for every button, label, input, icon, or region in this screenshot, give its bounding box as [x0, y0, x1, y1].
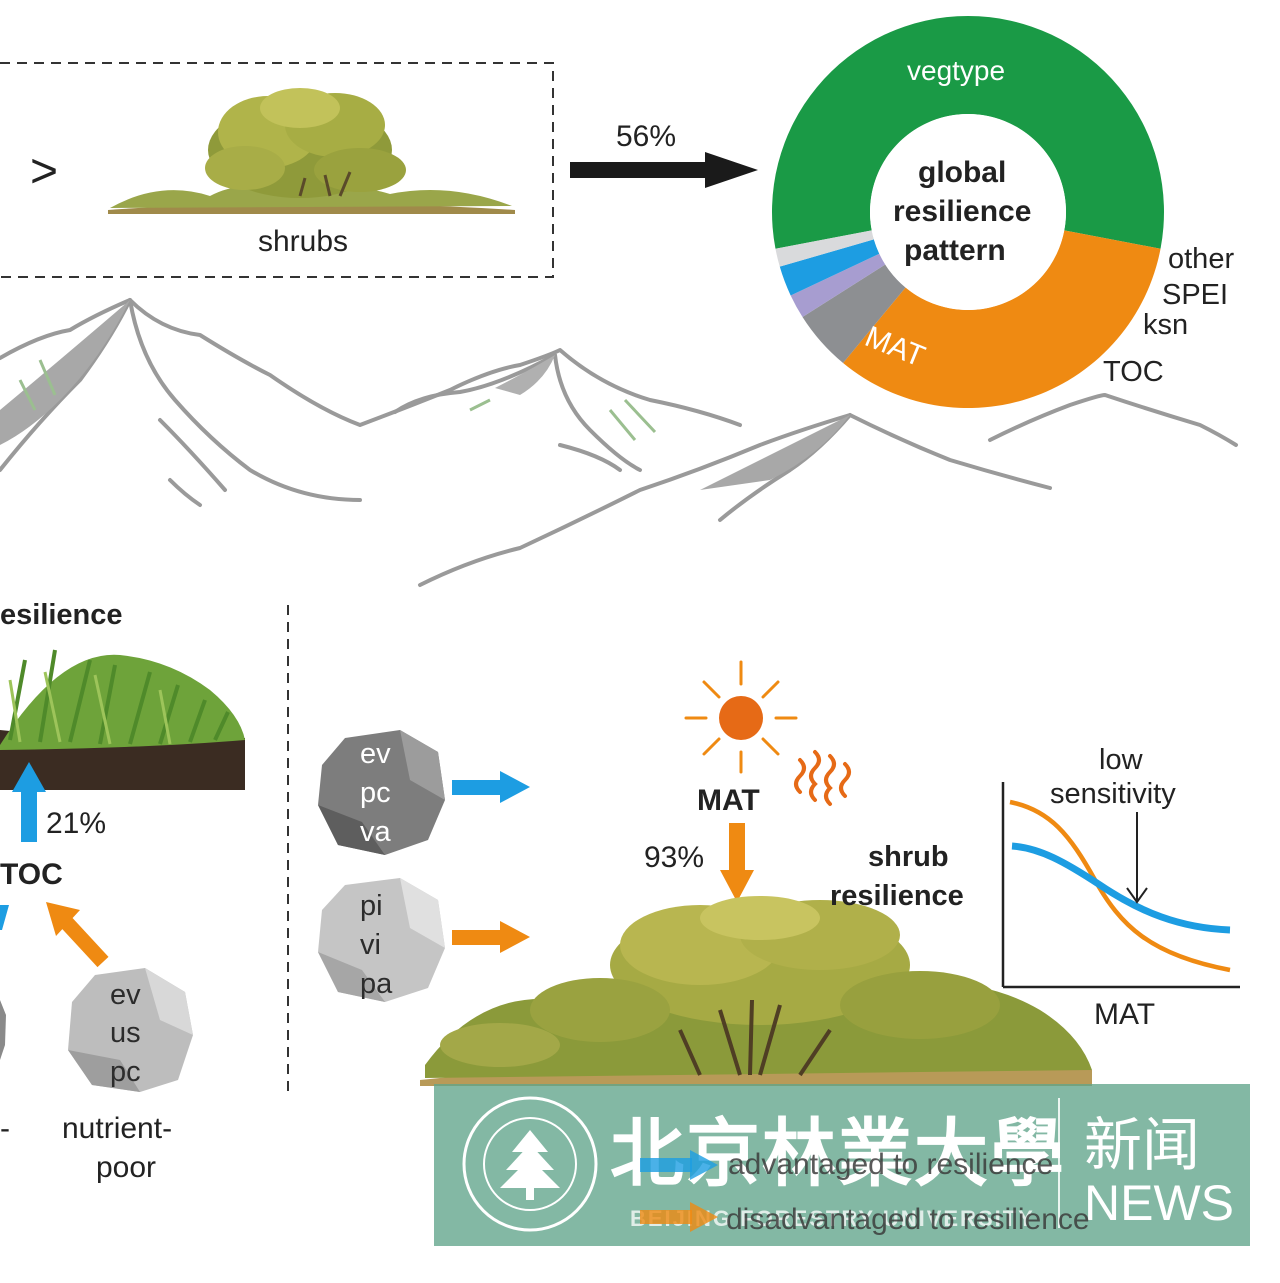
inset-x-label: MAT — [1094, 998, 1156, 1031]
segment-label-spei: SPEI — [1162, 279, 1229, 311]
heat-waves-icon — [794, 750, 851, 806]
light-rock-line-1: pi — [360, 890, 383, 922]
clipped-blue-arrow — [0, 905, 9, 930]
donut-segment-toc — [802, 264, 906, 364]
shrub-resilience-line-2: resilience — [830, 880, 964, 912]
inset-annotation-line-2: sensitivity — [1050, 778, 1176, 810]
sensitivity-inset-plot — [1001, 782, 1240, 989]
nutrient-caption-line-2: poor — [96, 1151, 157, 1184]
dark-rock-line-2: pc — [360, 777, 391, 809]
left-panel-title: esilience — [0, 599, 123, 631]
clipped-caption: - — [0, 1112, 10, 1145]
mat-arrow-percent: 93% — [644, 841, 705, 874]
mountain-shading — [0, 300, 850, 490]
nutrient-rock-line-2: us — [110, 1017, 141, 1049]
donut-segment-spei — [779, 239, 880, 296]
inset-annotation-line-1: low — [1099, 744, 1143, 776]
rock1-blue-arrow — [452, 771, 530, 803]
mat-driver-label: MAT — [697, 784, 760, 817]
light-rock-line-3: pa — [360, 968, 393, 1000]
low-sensitivity-pointer-head — [1126, 887, 1148, 904]
segment-label-ksn: ksn — [1143, 309, 1189, 341]
light-rock-line-2: vi — [360, 929, 381, 961]
toc-to-grass-arrow — [12, 762, 46, 842]
watermark-divider — [1058, 1098, 1060, 1228]
greater-than-symbol: > — [30, 145, 59, 198]
legend-advantaged: advantaged to resilience — [728, 1148, 1054, 1181]
inset-orange-curve — [1009, 799, 1231, 973]
shrub-illustration-small — [108, 88, 515, 214]
arrow-to-donut — [570, 152, 758, 188]
legend-disadvantaged: disadvantaged to resilience — [726, 1203, 1090, 1236]
segment-label-vegtype: vegtype — [907, 55, 1006, 86]
sun-icon — [684, 660, 798, 774]
watermark-banner: 北京林業大學 BEIJING FORESTRY UNIVERSITY 新闻 NE… — [434, 1084, 1250, 1246]
watermark-chinese-name: 北京林業大學 — [610, 1111, 1066, 1197]
donut-hole — [870, 114, 1066, 310]
watermark-news-english: NEWS — [1084, 1175, 1234, 1231]
rock-to-toc-arrow — [46, 902, 109, 968]
nutrient-rock-line-3: pc — [110, 1056, 141, 1088]
grass-illustration — [0, 649, 245, 790]
rock2-orange-arrow — [452, 921, 530, 953]
legend-arrows — [640, 1150, 718, 1232]
nutrient-rock-line-1: ev — [110, 979, 141, 1011]
donut-arrow-percent: 56% — [616, 120, 677, 153]
dark-rock-line-1: ev — [360, 738, 391, 770]
shrub-resilience-line-1: shrub — [868, 841, 949, 873]
shrubs-label: shrubs — [258, 225, 349, 258]
rock-dark — [318, 730, 445, 855]
university-seal-icon — [462, 1096, 598, 1232]
shrub-dashed-box — [0, 62, 554, 278]
rock-clipped — [0, 1000, 6, 1060]
donut-segment-vegtype — [772, 16, 1164, 249]
donut-center-line-3: pattern — [904, 234, 1006, 267]
rock-light — [318, 878, 445, 1002]
nutrient-caption-line-1: nutrient- — [62, 1112, 173, 1145]
mat-to-shrub-arrow — [720, 823, 754, 902]
donut-segment-other — [775, 230, 874, 267]
inset-blue-curve — [1011, 842, 1231, 934]
donut-segment-mat — [843, 230, 1161, 408]
resilience-donut-chart — [772, 16, 1164, 408]
donut-center-line-2: resilience — [893, 195, 1032, 228]
dark-rock-line-3: va — [360, 816, 391, 848]
shrub-illustration-large — [420, 896, 1092, 1086]
segment-label-toc: TOC — [1103, 356, 1164, 388]
watermark-news-chinese: 新闻 — [1084, 1111, 1201, 1179]
toc-arrow-percent: 21% — [46, 807, 107, 840]
donut-center-line-1: global — [918, 156, 1007, 189]
segment-label-other: other — [1168, 243, 1235, 275]
rock-nutrient-poor — [68, 968, 193, 1092]
donut-segment-ksn — [790, 253, 886, 318]
toc-driver-label: TOC — [0, 858, 63, 891]
